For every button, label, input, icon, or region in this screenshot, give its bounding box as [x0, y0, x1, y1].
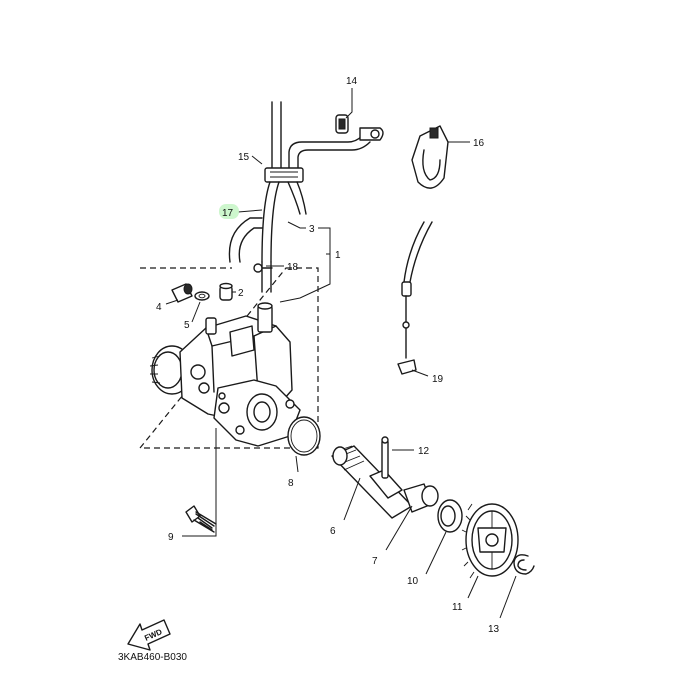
callout-16: 16: [473, 138, 485, 149]
highlight-17: [219, 204, 239, 219]
circlip-13: [513, 554, 535, 575]
collar-7: [403, 483, 439, 513]
pump-shaft-6: [331, 445, 413, 519]
seal-10: [437, 499, 463, 533]
diagram-code: 3KAB460-B030: [118, 652, 187, 663]
callout-10: 10: [407, 576, 419, 587]
bleed-screw-4: [171, 283, 193, 303]
callout-18: 18: [287, 262, 299, 273]
drive-gear-11: [461, 503, 519, 579]
callout-3: 3: [309, 224, 315, 235]
pump-assembly-outline: [138, 267, 319, 449]
hose-clamp-15: [264, 167, 304, 183]
callout-14: 14: [346, 76, 358, 87]
callout-11: 11: [452, 602, 463, 613]
o-ring-8: [287, 416, 321, 456]
callout-6: 6: [330, 526, 336, 537]
callout-labels: 14 16 15 17 3 1 18 2 4 5 19 12 8 9 6 7 1…: [156, 76, 500, 635]
callout-12: 12: [418, 446, 430, 457]
bolt-9: [185, 505, 217, 533]
hose-clip-16: [411, 125, 449, 189]
callout-19: 19: [432, 374, 444, 385]
callout-2: 2: [238, 288, 244, 299]
callout-5: 5: [184, 320, 190, 331]
fitting-14: [335, 114, 384, 141]
callout-7: 7: [372, 556, 378, 567]
bolt-18: [253, 263, 273, 273]
callout-8: 8: [288, 478, 294, 489]
oil-pump-body: [149, 302, 301, 447]
pump-cable-19: [397, 221, 433, 375]
cap-2: [219, 282, 233, 301]
fwd-arrow: FWD: [127, 619, 171, 651]
washer-5: [194, 291, 210, 301]
leader-lines: [165, 88, 517, 619]
oil-hose-assembly: [228, 101, 371, 293]
pin-12: [381, 436, 389, 479]
callout-15: 15: [238, 152, 250, 163]
callout-1: 1: [335, 250, 341, 261]
callout-13: 13: [488, 624, 500, 635]
callout-4: 4: [156, 302, 162, 313]
callout-9: 9: [168, 532, 174, 543]
callout-17: 17: [222, 208, 234, 219]
